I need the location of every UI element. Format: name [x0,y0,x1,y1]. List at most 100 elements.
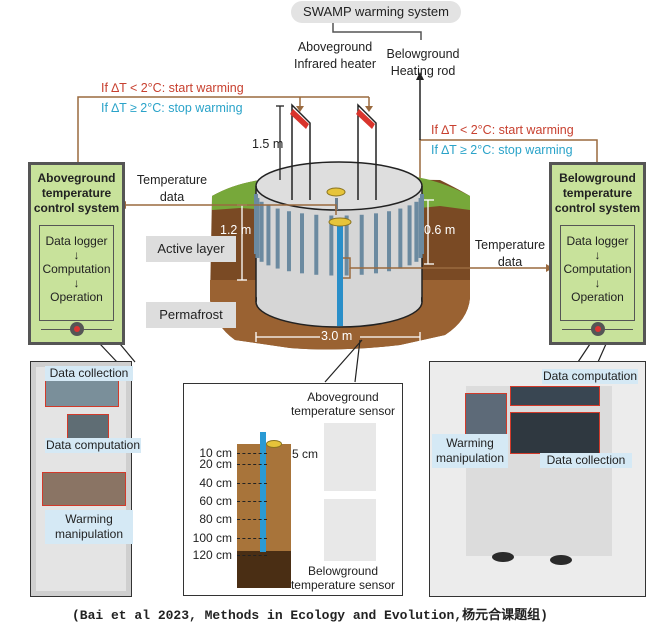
data-computation-highlight [510,386,600,406]
heating-rod [259,201,264,262]
heating-rod [314,214,319,275]
photo-tag-data-collection: Data collection [45,366,133,381]
arrow-down-icon: ↓ [594,276,601,290]
step-operation: Operation [50,290,103,304]
title-line: Belowground [559,171,636,185]
heating-rods [254,194,424,276]
depth-marker [237,464,267,465]
figure-caption: (Bai et al 2023, Methods in Ecology and … [72,608,548,623]
heater-height-label: 1.5 m [252,137,284,151]
label-line: Aboveground [307,390,379,404]
photo-tag-warming-manipulation: Warming manipulation [45,510,133,544]
depth-label-right: 0.6 m [424,223,456,237]
depth-marker [237,555,267,556]
temperature-data-label-right: Temperature data [470,237,550,271]
title-line: Aboveground [37,171,116,185]
label-line: data [159,190,185,204]
belowground-box-photo: Data computation Warming manipulation Da… [429,361,646,597]
label-line: temperature sensor [290,578,396,592]
system-title: SWAMP warming system [291,1,461,23]
panel-divider [601,329,633,330]
arrow-down-icon: ↓ [73,248,80,262]
callout-lines [99,339,607,383]
depth-label: 80 cm [199,512,232,526]
wire-arrow-2 [365,106,373,112]
depth-marker [237,538,267,539]
heating-rod [266,205,271,266]
depth-marker [237,453,267,454]
heating-rod [255,197,260,258]
heating-rod [344,215,349,276]
data-collection-highlight [45,379,119,407]
aboveground-control-system: Aboveground temperature control system D… [28,162,125,345]
photo-tag-data-collection: Data collection [540,453,632,468]
heating-rod [300,213,305,274]
heater-label-line1: Aboveground [297,40,373,54]
heating-rod [329,215,334,276]
depth-dimension-right [424,199,434,265]
active-layer-label: Active layer [146,236,236,262]
heating-rod [407,205,412,266]
aboveground-sensor-disk [326,187,346,197]
step-data-logger: Data logger [566,234,629,248]
cable-gland [492,552,514,562]
depth-label: 100 cm [192,531,232,545]
title-line: temperature [41,186,112,200]
right-stop-rule: If ∆T ≥ 2°C: stop warming [431,143,573,157]
tag-line: manipulation [54,527,124,541]
wire-arrow-1 [296,106,304,112]
arrow-down-icon: ↓ [73,276,80,290]
title-line: control system [33,201,120,215]
center-sensor-rod [337,226,343,326]
left-start-rule: If ∆T < 2°C: start warming [101,81,244,95]
heater-label-line2: Infrared heater [294,57,376,71]
temperature-data-wire-right [343,257,546,279]
right-start-rule: If ∆T < 2°C: start warming [431,123,574,137]
title-line: control system [554,201,641,215]
heating-rod [275,208,280,269]
title-line: temperature [562,186,633,200]
heating-rod [359,214,364,275]
aboveground-sensor-label: Aboveground temperature sensor [284,390,402,418]
heating-rod-arrowhead [416,72,424,80]
aboveground-cabinet-photo: Data collection Data computation Warming… [30,361,141,597]
tag-line: Warming [446,436,494,450]
photo-tag-data-computation: Data computation [542,369,638,384]
panel-divider [80,329,112,330]
left-stop-rule: If ∆T ≥ 2°C: stop warming [101,101,243,115]
surface-depth-label: 5 cm [292,447,319,461]
permafrost-label: Permafrost [146,302,236,328]
soil-profile-lower [237,551,291,588]
data-computation-highlight [67,414,109,440]
belowground-heater-label: Belowground Heating rod [378,46,468,80]
heating-rod [414,201,419,262]
depth-marker [237,519,267,520]
heating-rod [398,208,403,269]
panel-divider [41,329,73,330]
photo-tag-data-computation: Data computation [45,438,141,453]
cable-gland [550,555,572,565]
label-line: Temperature [136,173,208,187]
heater-label-line1: Belowground [386,47,460,61]
arrow-down-icon: ↓ [594,248,601,262]
diameter-label: 3.0 m [321,329,353,343]
label-line: temperature sensor [290,404,396,418]
tag-line: Warming [65,512,113,526]
control-steps: Data logger ↓ Computation ↓ Operation [39,225,114,321]
plot-cylinder-top [255,161,423,211]
control-title: Belowground temperature control system [552,171,643,216]
belowground-sensor-label: Belowground temperature sensor [284,564,402,592]
infrared-heater-2 [356,109,375,129]
right-control-wire [419,139,598,190]
label-line: Belowground [307,564,379,578]
heating-rod [286,211,291,272]
warming-manipulation-highlight [465,393,507,439]
sensor-probe-rod [260,432,266,552]
label-line: data [497,255,523,269]
belowground-control-system: Belowground temperature control system D… [549,162,646,345]
indicator-light-icon [590,322,605,336]
depth-label: 10 cm [199,446,232,460]
control-title: Aboveground temperature control system [31,171,122,216]
